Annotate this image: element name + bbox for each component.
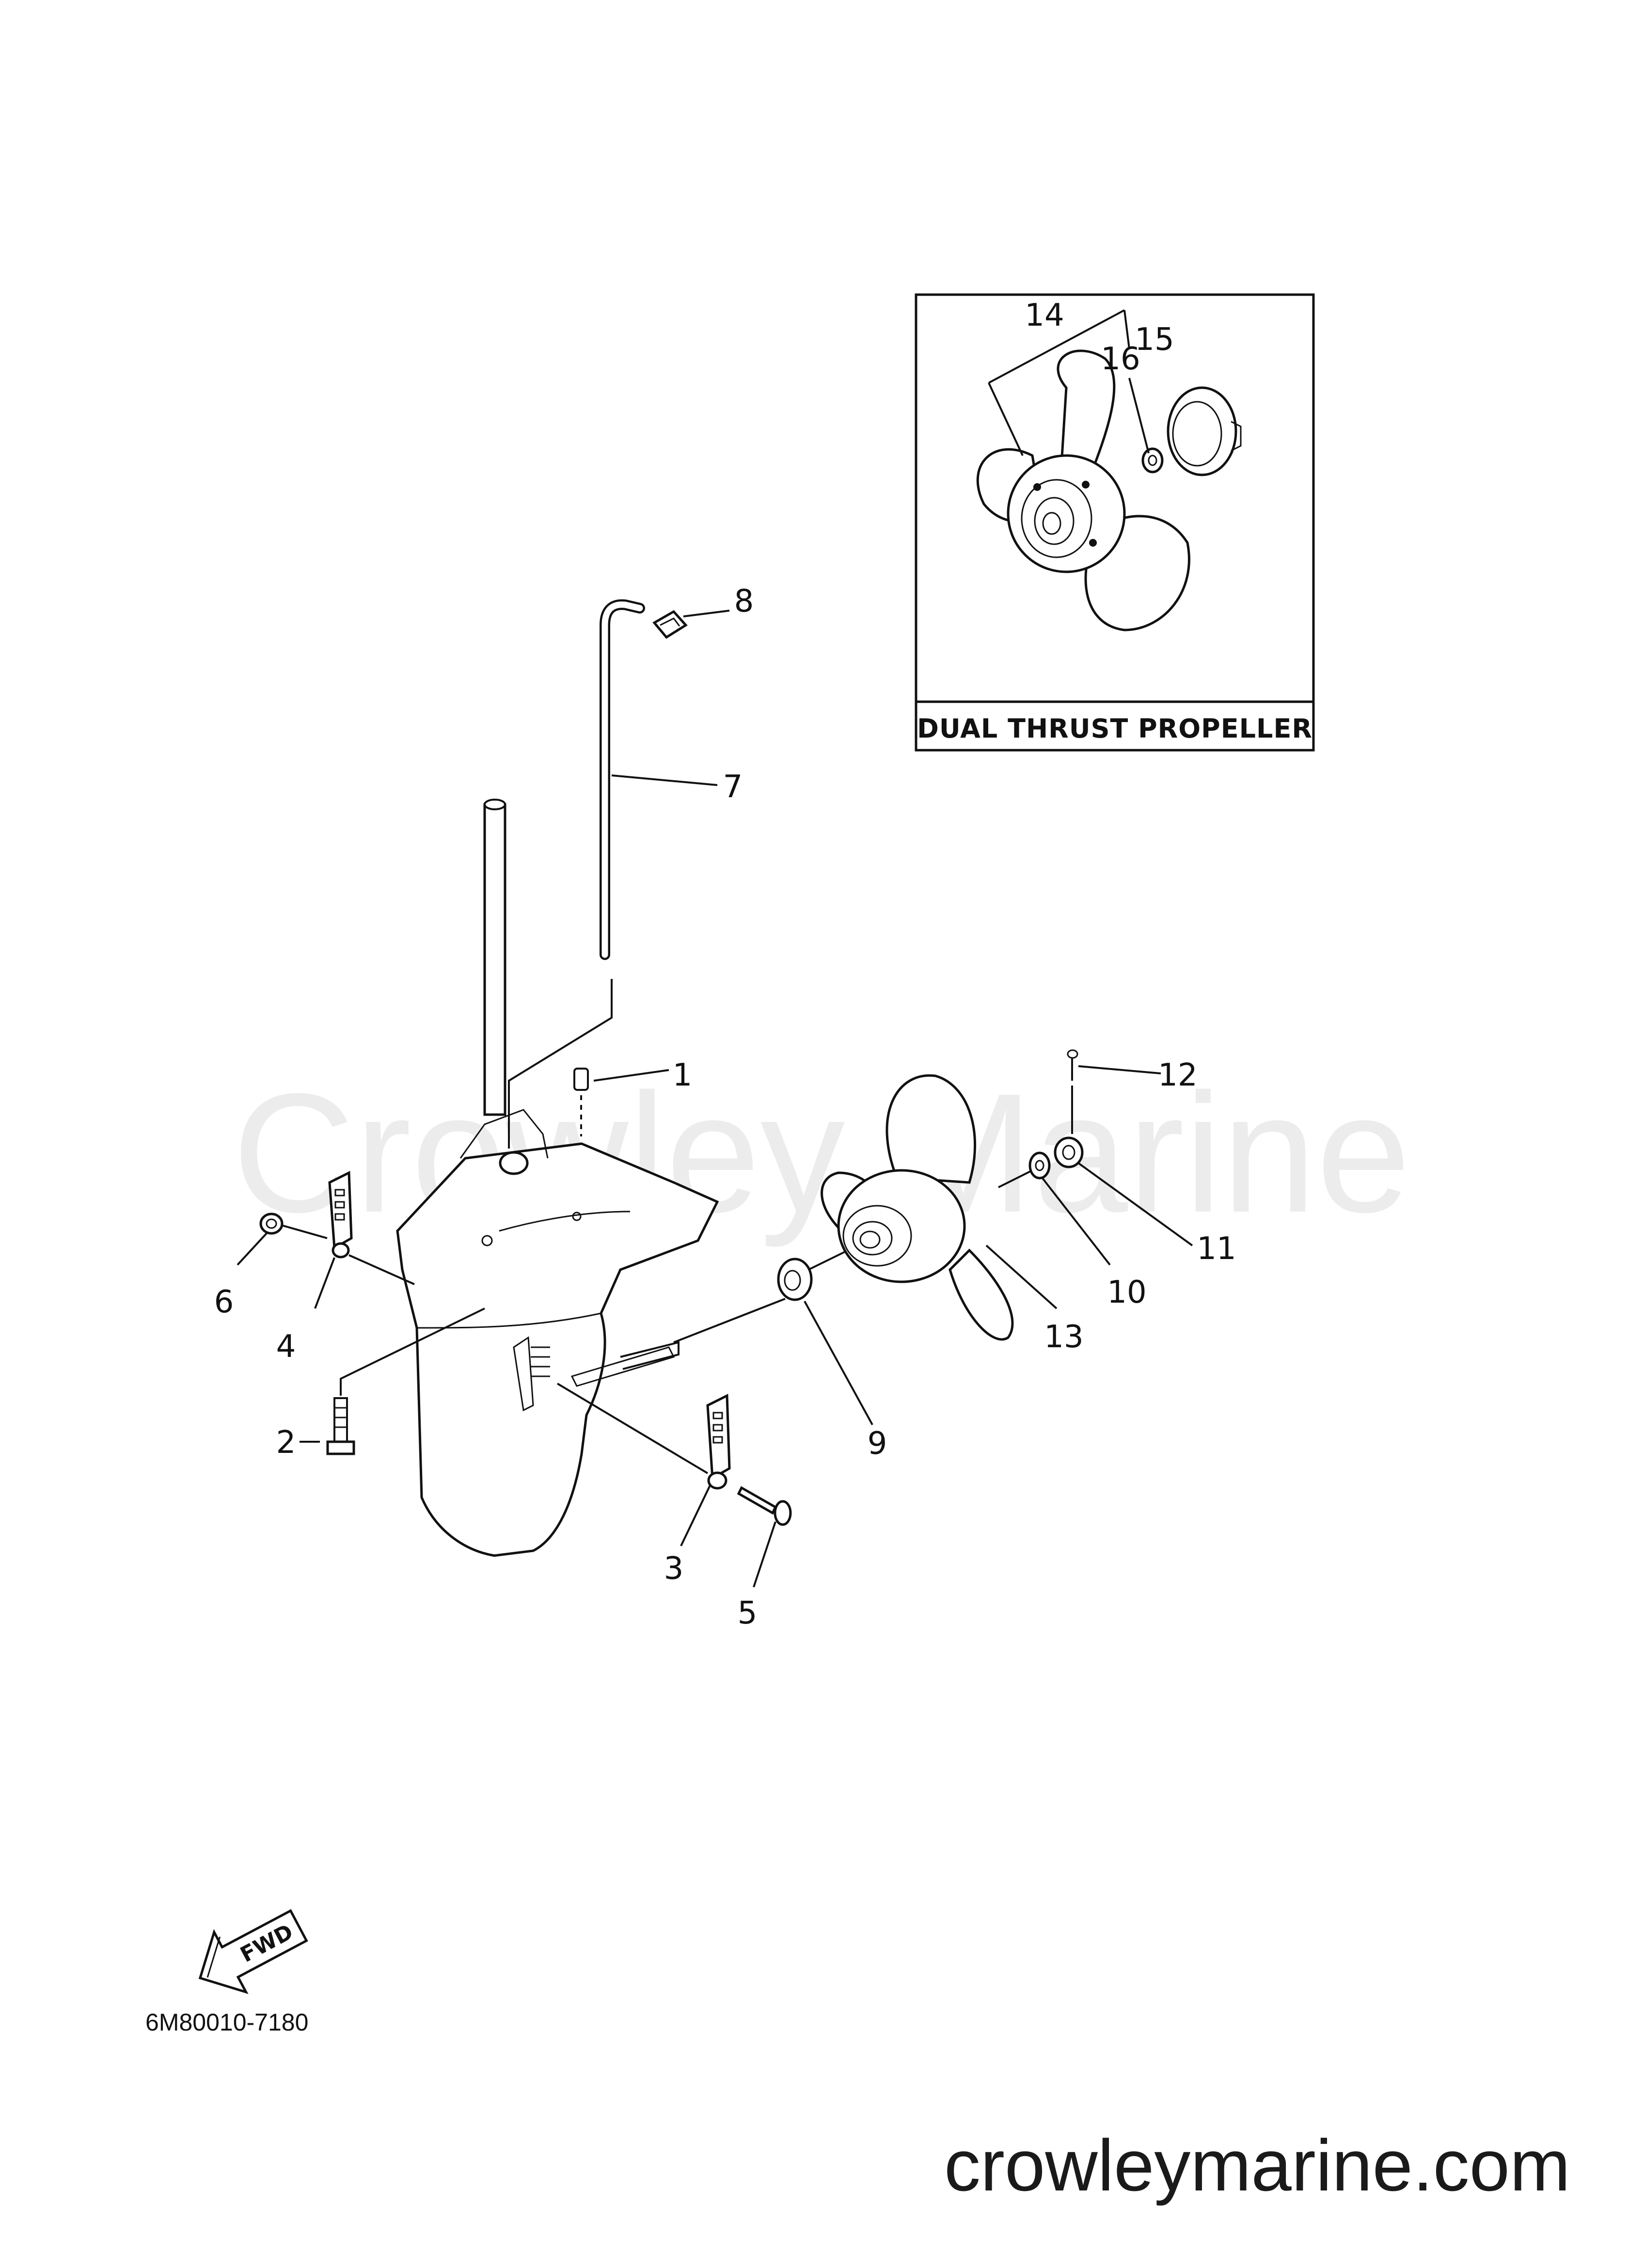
- bolt-part-2: [326, 1397, 355, 1455]
- grommet-part-8: [652, 610, 688, 639]
- screw-part-5: [737, 1486, 792, 1526]
- inset-title: DUAL THRUST PROPELLER: [917, 713, 1312, 744]
- anode-part-4: [328, 1171, 353, 1259]
- callout-7: 7: [723, 769, 743, 805]
- nut-part-6: [259, 1213, 284, 1235]
- callout-6: 6: [214, 1284, 234, 1320]
- callout-5: 5: [738, 1595, 758, 1631]
- diagram-code: 6M80010-7180: [145, 2009, 308, 2036]
- callout-3: 3: [664, 1551, 684, 1587]
- callout-15: 15: [1135, 322, 1174, 358]
- propeller-part-13: [821, 1074, 1014, 1341]
- thrust-washer-part-9: [777, 1258, 813, 1301]
- spacer-part-15: [1167, 386, 1242, 476]
- lower-unit-housing-part: [396, 1109, 719, 1557]
- nut-part-11: [1054, 1136, 1084, 1168]
- cotter-pin-part-12: [1067, 1049, 1078, 1081]
- callout-2: 2: [276, 1425, 296, 1461]
- driveshaft-part: [483, 799, 529, 1175]
- anode-part-3: [706, 1394, 731, 1490]
- callout-9: 9: [868, 1426, 887, 1462]
- shift-rod-part-7: [600, 599, 645, 960]
- footer-site-link[interactable]: crowleymarine.com: [944, 2125, 1570, 2206]
- callout-16: 16: [1101, 341, 1140, 377]
- washer-part-10: [1028, 1151, 1051, 1180]
- callout-11: 11: [1197, 1231, 1236, 1267]
- callout-4: 4: [276, 1329, 296, 1365]
- dual-thrust-propeller-part: [976, 349, 1190, 631]
- callout-13: 13: [1044, 1319, 1083, 1355]
- fwd-arrow-icon: FWD: [198, 1909, 308, 1994]
- dowel-pin-part-1: [573, 1068, 589, 1091]
- washer-part-16: [1141, 447, 1164, 473]
- inset-box: DUAL THRUST PROPELLER 14: [915, 293, 1315, 752]
- callout-1: 1: [673, 1057, 693, 1093]
- callout-10: 10: [1107, 1275, 1146, 1310]
- callout-14: 14: [1025, 298, 1064, 333]
- callout-8: 8: [734, 583, 754, 619]
- callout-12: 12: [1158, 1057, 1197, 1093]
